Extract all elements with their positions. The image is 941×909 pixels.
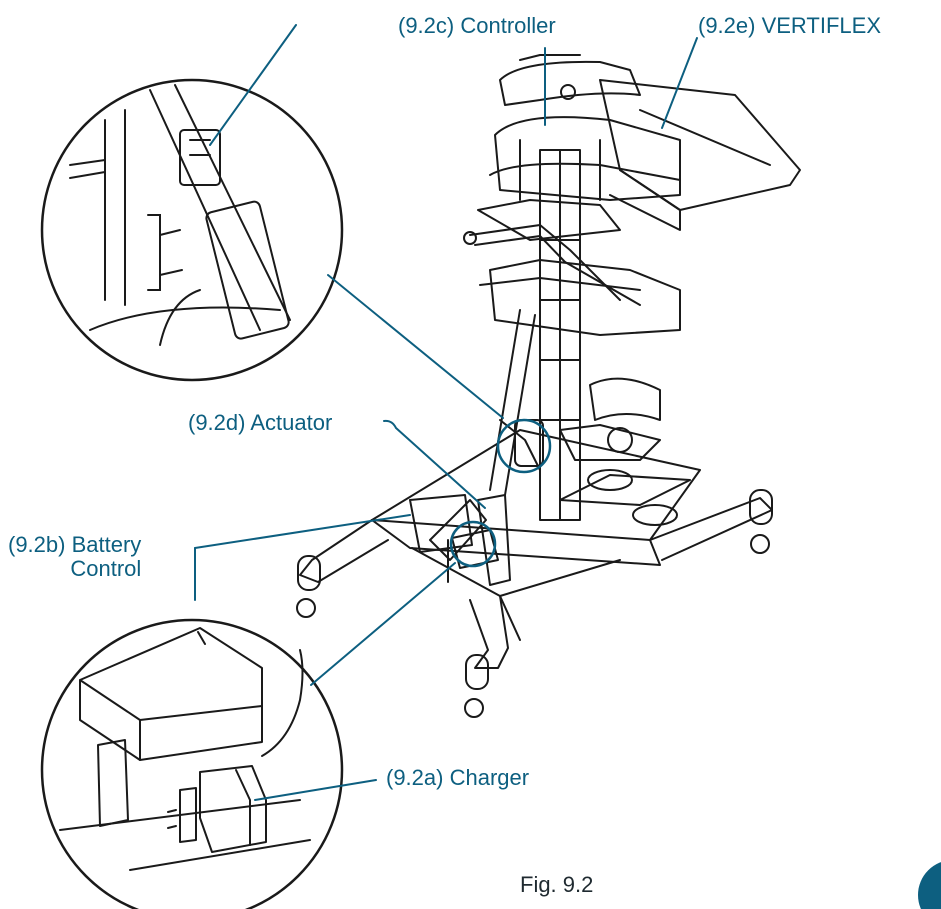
back-supports (477, 54, 681, 336)
controller-detail-circle (40, 78, 344, 382)
tray (599, 79, 801, 231)
battery-control-callout: (9.2b) Battery Control (8, 533, 141, 581)
zoom-markers (449, 418, 552, 568)
figure-caption: Fig. 9.2 (520, 872, 594, 897)
charger-callout: (9.2a) Charger (386, 765, 530, 790)
actuator-callout: (9.2d) Actuator (188, 410, 333, 435)
vertiflex-callout: (9.2e) VERTIFLEX (698, 13, 881, 38)
base-frame (299, 429, 773, 669)
arm-supports (463, 224, 641, 306)
casters (296, 489, 773, 718)
charger-detail-circle (40, 618, 344, 909)
leader-lines (194, 24, 698, 801)
knee-pads (559, 377, 661, 461)
battery-control-callout-line1: (9.2b) Battery (8, 532, 142, 557)
controller-callout: (9.2c) Controller (398, 13, 556, 38)
battery-control-callout-line2: Control (70, 556, 142, 581)
actuator-arm (429, 309, 544, 586)
mast (539, 149, 581, 521)
